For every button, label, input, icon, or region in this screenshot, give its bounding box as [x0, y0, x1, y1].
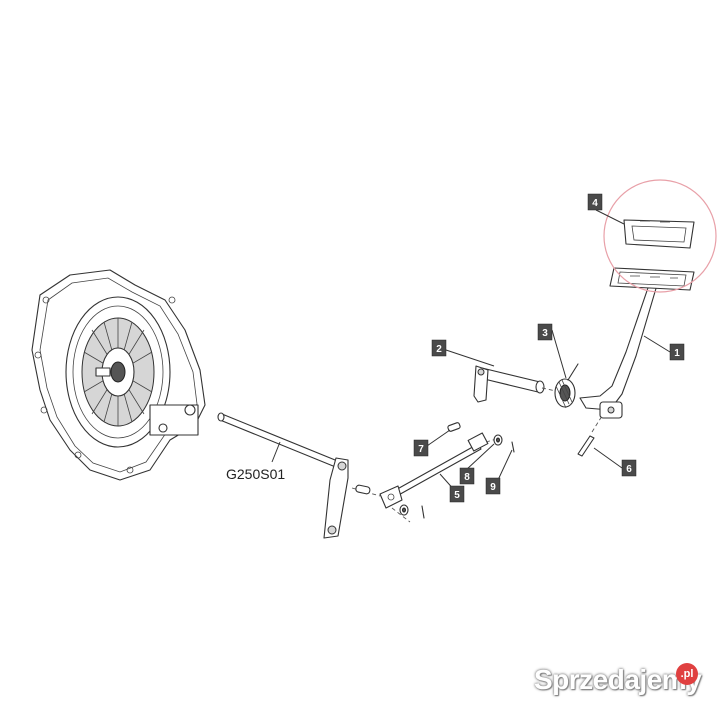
pin-6	[577, 415, 603, 457]
svg-text:7: 7	[418, 444, 424, 455]
highlight-circle	[603, 179, 717, 293]
return-spring	[554, 363, 579, 409]
callout-5: 5	[449, 485, 465, 503]
callout-7: 7	[413, 439, 429, 457]
svg-text:3: 3	[542, 328, 548, 339]
callout-2: 2	[431, 339, 447, 357]
svg-text:9: 9	[490, 482, 496, 493]
pin-small-left	[355, 484, 371, 495]
svg-text:1: 1	[674, 348, 680, 359]
watermark-badge: .pl	[676, 663, 698, 685]
callout-4: 4	[587, 193, 603, 211]
svg-text:2: 2	[436, 344, 442, 355]
callout-3: 3	[537, 323, 553, 341]
pin-7	[447, 422, 461, 432]
washer-8	[493, 434, 503, 446]
watermark-text: Sprzedajemy	[534, 664, 702, 695]
clutch-shaft	[217, 412, 349, 539]
svg-text:8: 8	[464, 472, 470, 483]
callout-9: 9	[485, 477, 501, 495]
clutch-housing	[31, 269, 206, 481]
cotter-pin-9	[421, 441, 515, 519]
pedal-shaft	[473, 365, 557, 403]
callout-1: 1	[669, 343, 685, 361]
clutch-pedal	[579, 267, 695, 419]
leader-lines	[271, 209, 671, 493]
svg-text:6: 6	[626, 464, 632, 475]
drawing-code-label: G250S01	[226, 466, 285, 482]
svg-text:5: 5	[454, 490, 460, 501]
pedal-pad	[603, 179, 717, 293]
callout-6: 6	[621, 459, 637, 477]
washer-lower	[399, 504, 409, 516]
callout-8: 8	[459, 467, 475, 485]
svg-text:4: 4	[592, 198, 598, 209]
